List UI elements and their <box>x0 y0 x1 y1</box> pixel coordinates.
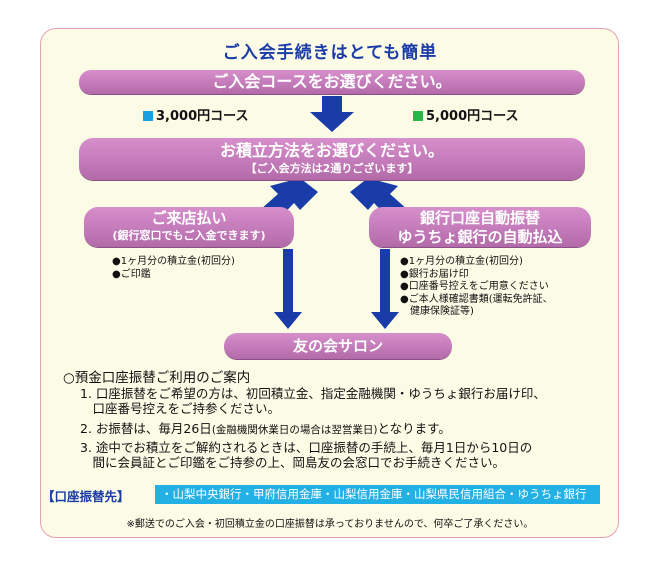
guide-item-2-main: 2. お振替は、毎月26日 <box>80 421 212 436</box>
guide-item-3: 3. 途中でお積立をご解約されるときは、口座振替の手続上、毎月1日から10日の … <box>80 440 615 470</box>
list-item: ●1ヶ月分の積立金(初回分) <box>400 256 523 267</box>
guide-item-1: 1. 口座振替をご希望の方は、初回積立金、指定金融機関・ゆうちょ銀行お届け印、 … <box>80 386 615 416</box>
step-select-method-label: お積立方法をお選びください。 <box>219 141 444 160</box>
list-item: ●ご印鑑 <box>112 268 151 280</box>
arrow-down-icon <box>274 249 302 329</box>
list-item: ●ご本人様確認書類(運転免許証、 <box>400 293 553 305</box>
guide-item-1-line2: 口座番号控えをご持参ください。 <box>80 401 281 416</box>
list-item: ●銀行お届け印 <box>400 268 469 280</box>
list-item: 健康保険証等) <box>400 306 474 317</box>
arrow-down-icon <box>310 96 354 132</box>
course-5000: 5,000円コース <box>413 105 518 124</box>
guide-item-2-note: (金融機関休業日の場合は翌営業日) <box>211 424 378 436</box>
method-store-sub: (銀行窓口でもご入金できます) <box>112 229 266 242</box>
step-select-course: ご入会コースをお選びください。 <box>79 70 585 94</box>
account-transfer-label: 【口座振替先】 <box>42 489 130 504</box>
guide-heading: ○預金口座振替ご利用のご案内 <box>63 370 251 386</box>
list-item: ●1ヶ月分の積立金(初回分) <box>112 256 235 267</box>
method-bank-label1: 銀行口座自動振替 <box>419 209 540 227</box>
page-title: ご入会手続きはとても簡単 <box>222 43 438 63</box>
store-requirements: ●1ヶ月分の積立金(初回分) ●ご印鑑 <box>112 256 235 281</box>
step-salon: 友の会サロン <box>224 333 452 359</box>
footnote: ※郵送でのご入会・初回積立金の口座振替は承っておりませんので、何卒ご了承ください… <box>126 519 534 530</box>
method-bank-transfer: 銀行口座自動振替 ゆうちょ銀行の自動払込 <box>369 207 591 247</box>
course-5000-label: 5,000円コース <box>426 109 519 124</box>
step-select-method-sub: 【ご入会方法は2通りございます】 <box>245 162 419 175</box>
course-3000: 3,000円コース <box>143 105 248 124</box>
guide-item-1-line1: 1. 口座振替をご希望の方は、初回積立金、指定金融機関・ゆうちょ銀行お届け印、 <box>80 386 546 401</box>
account-transfer-banks: ・山梨中央銀行・甲府信用金庫・山梨信用金庫・山梨県民信用組合・ゆうちょ銀行 <box>155 485 600 504</box>
arrow-down-icon <box>371 249 399 329</box>
list-item: ●口座番号控えをご用意ください <box>400 281 549 292</box>
guide-item-2-end: となります。 <box>377 421 451 436</box>
bank-requirements: ●1ヶ月分の積立金(初回分) ●銀行お届け印 ●口座番号控えをご用意ください ●… <box>400 256 553 319</box>
step-select-method: お積立方法をお選びください。 【ご入会方法は2通りございます】 <box>79 138 585 180</box>
green-square-icon <box>413 111 423 121</box>
course-3000-label: 3,000円コース <box>156 109 249 124</box>
guide-item-3-line2: 間に会員証とご印鑑をご持参の上、岡島友の会窓口でお手続きください。 <box>80 455 506 470</box>
guide-item-3-line1: 3. 途中でお積立をご解約されるときは、口座振替の手続上、毎月1日から10日の <box>80 440 533 455</box>
blue-square-icon <box>143 111 153 121</box>
method-bank-label2: ゆうちょ銀行の自動払込 <box>397 228 563 246</box>
method-store-label: ご来店払い <box>151 209 227 227</box>
method-store-payment: ご来店払い (銀行窓口でもご入金できます) <box>84 207 294 247</box>
guide-item-2: 2. お振替は、毎月26日(金融機関休業日の場合は翌営業日)となります。 <box>80 421 615 438</box>
